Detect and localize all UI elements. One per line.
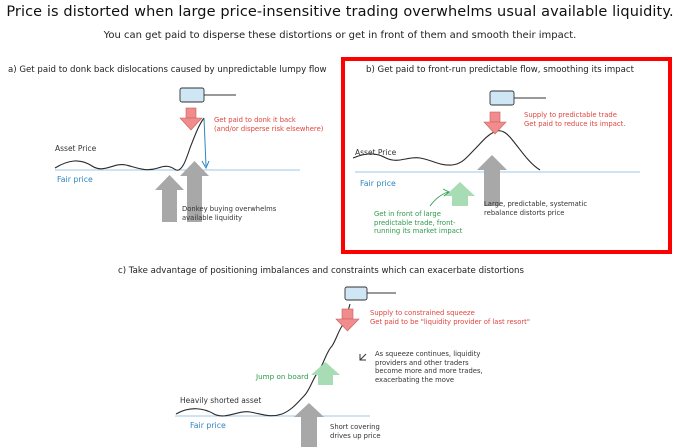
panel-c-gray-arrow [294, 403, 324, 447]
panel-b-hammer-icon [489, 90, 546, 106]
panel-a-label: a) Get paid to donk back dislocations ca… [8, 65, 327, 75]
panel-c-jump-note: Jump on board [256, 372, 309, 381]
panel-a-price-curve [54, 117, 205, 171]
panel-b-green-pointer [429, 191, 449, 207]
panel-a-up-arrows [155, 161, 209, 222]
panel-c-drawing [175, 286, 396, 447]
panel-c-asset-label: Heavily shorted asset [180, 396, 262, 405]
panel-a-hammer-icon [179, 87, 236, 103]
panel-c-fair-price-label: Fair price [190, 421, 226, 430]
panel-a-fair-price-label: Fair price [57, 175, 93, 184]
panel-a-drawing [54, 87, 300, 222]
panel-c-label: c) Take advantage of positioning imbalan… [118, 266, 524, 276]
panel-c-squeeze-pointer [359, 353, 367, 361]
panel-a-red-note: Get paid to donk it back(and/or disperse… [214, 116, 324, 133]
panel-a-blue-arrow [203, 117, 207, 167]
panel-c-hammer-icon [344, 286, 396, 301]
panel-b-gray-arrow [477, 155, 507, 206]
page-subtitle: You can get paid to disperse these disto… [103, 30, 577, 41]
panel-b-price-curve [352, 130, 541, 171]
panel-b-label: b) Get paid to front-run predictable flo… [366, 65, 635, 75]
page-title: Price is distorted when large price-inse… [6, 4, 674, 20]
panel-b-down-arrow [483, 111, 507, 135]
panel-b-fair-price-label: Fair price [360, 179, 396, 188]
panel-a-asset-price-label: Asset Price [55, 144, 97, 153]
panel-c-green-arrow [311, 362, 340, 385]
panel-b-drawing [352, 90, 640, 207]
panel-a-down-arrow [179, 107, 203, 131]
panel-b-asset-price-label: Asset Price [355, 148, 397, 157]
panel-b-green-arrow [445, 182, 475, 206]
panel-c-down-arrow [335, 308, 360, 332]
panel-b-highlight-frame [341, 57, 672, 254]
panel-c-price-curve [175, 303, 351, 417]
